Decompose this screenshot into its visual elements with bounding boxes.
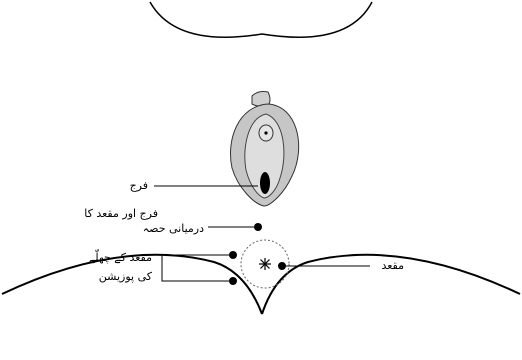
perineum-dot xyxy=(254,223,262,231)
abdomen-curve xyxy=(150,2,372,37)
label-anus: مقعد xyxy=(381,259,404,273)
label-vagina: فرج xyxy=(130,179,148,193)
vulva-illustration xyxy=(231,92,299,207)
label-piercing-line1: مقعد کے چھلّے xyxy=(89,251,152,265)
label-perineum-line1: فرج اور مقعد کا xyxy=(84,207,158,221)
anus-mark xyxy=(259,258,271,270)
piercing-dot-lower xyxy=(229,277,237,285)
piercing-dot-upper xyxy=(229,251,237,259)
urethra xyxy=(264,131,267,134)
vaginal-opening xyxy=(260,172,270,194)
label-perineum-line2: درمیانی حصہ xyxy=(143,222,204,236)
label-piercing-line2: کی پوزیشن xyxy=(99,270,152,284)
